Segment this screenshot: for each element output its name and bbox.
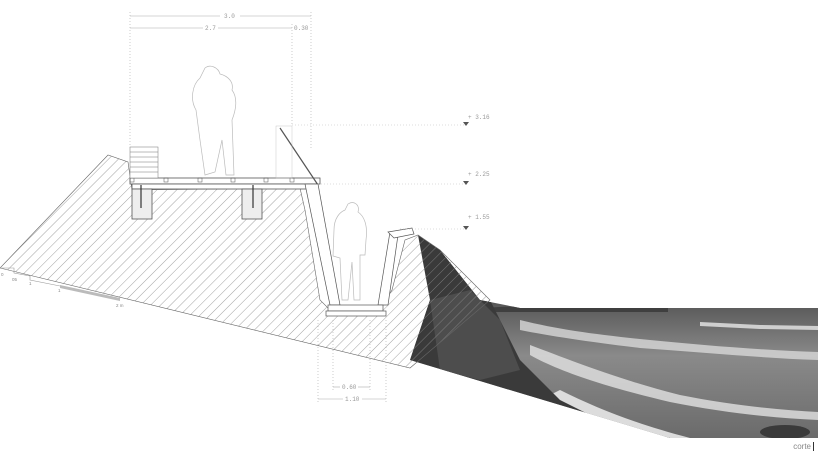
scale-tick-0: 0 (1, 272, 4, 277)
scale-tick-1b: 1 (58, 288, 61, 293)
level-316: + 3.16 (468, 114, 490, 121)
dim-bottom-inner: 0.60 (342, 384, 357, 391)
scale-tick-05: 05 (12, 277, 18, 282)
level-lines (292, 124, 466, 230)
trench-structure (304, 183, 415, 317)
dim-top-side: 0.30 (294, 25, 309, 32)
dimension-lines-bottom (317, 320, 387, 402)
drawing-label: corte (793, 442, 814, 451)
dim-top-total: 3.0 (224, 13, 235, 20)
level-155: + 1.55 (468, 214, 490, 221)
people-silhouettes (192, 65, 367, 301)
railing (279, 127, 319, 186)
deck-fasteners (129, 177, 295, 183)
stacked-bench (129, 146, 159, 179)
deck-platform (129, 177, 321, 220)
level-marker-icons (463, 122, 469, 230)
dimension-lines-top (129, 12, 312, 150)
scale-tick-2m: 2 m (116, 303, 124, 308)
landscape-photo (410, 235, 818, 438)
scale-tick-1: 1 (29, 281, 32, 286)
dim-top-main: 2.7 (205, 25, 216, 32)
level-225: + 2.25 (468, 171, 490, 178)
dim-bottom-outer: 1.10 (345, 396, 360, 403)
scale-bar (0, 267, 120, 301)
